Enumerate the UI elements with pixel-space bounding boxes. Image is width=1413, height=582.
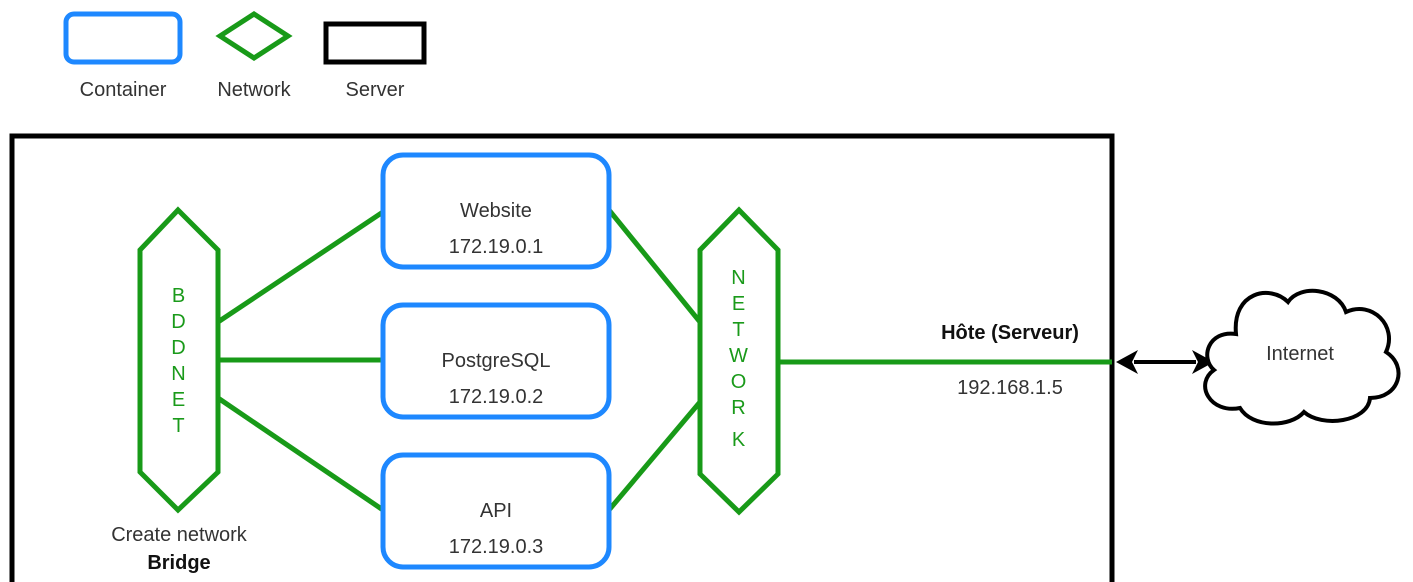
container-api: API 172.19.0.3	[380, 452, 612, 570]
container-postgresql: PostgreSQL 172.19.0.2	[380, 302, 612, 420]
bridge-to-api-link	[216, 395, 385, 513]
container-box	[380, 152, 612, 270]
bridge-to-website-link	[216, 209, 385, 325]
website-to-network-link	[607, 208, 702, 324]
container-ip: 172.19.0.1	[449, 236, 544, 258]
network-letter: E	[732, 293, 746, 315]
network-letter: N	[731, 267, 746, 289]
host-internet-arrow	[1116, 350, 1214, 374]
internet-cloud: Internet	[1203, 288, 1401, 426]
host-network: N E T W O R K	[697, 206, 781, 516]
host-ip: 192.168.1.5	[957, 377, 1063, 399]
bridge-caption: Create network	[111, 524, 248, 546]
network-letter: K	[732, 429, 746, 451]
legend-server-label: Server	[346, 79, 405, 101]
container-name: Website	[460, 200, 532, 222]
container-box	[380, 302, 612, 420]
network-letter: W	[729, 345, 749, 367]
bridge-letter: B	[172, 285, 186, 307]
container-website: Website 172.19.0.1	[380, 152, 612, 270]
arrowhead-right	[1192, 350, 1214, 374]
bridge-letter: N	[171, 363, 186, 385]
legend-network-swatch	[215, 11, 293, 61]
bridge-letter: T	[172, 415, 185, 437]
internet-label: Internet	[1266, 343, 1334, 365]
arrowhead-left	[1116, 350, 1138, 374]
bridge-network-shape	[137, 206, 221, 514]
network-letter: T	[732, 319, 745, 341]
container-ip: 172.19.0.3	[449, 536, 544, 558]
container-box	[380, 452, 612, 570]
bridge-letter: D	[171, 337, 186, 359]
bridge-caption-type: Bridge	[147, 552, 210, 574]
network-letter: R	[731, 397, 746, 419]
bridge-letter: E	[172, 389, 186, 411]
cloud-icon	[1203, 288, 1401, 426]
legend-server-swatch	[323, 21, 427, 65]
connections	[216, 208, 1112, 513]
container-name: PostgreSQL	[442, 350, 551, 372]
legend-container-label: Container	[80, 79, 167, 101]
legend: Container Network Server	[63, 11, 427, 101]
host-network-shape	[697, 206, 781, 516]
api-to-network-link	[607, 400, 702, 512]
bridge-letter: D	[171, 311, 186, 333]
bridge-network: B D D N E T Create network Bridge	[111, 206, 248, 574]
network-letter: O	[731, 371, 748, 393]
container-ip: 172.19.0.2	[449, 386, 544, 408]
server-box	[9, 133, 1115, 582]
legend-container-swatch	[63, 11, 183, 65]
host-title: Hôte (Serveur)	[941, 322, 1079, 344]
container-name: API	[480, 500, 512, 522]
legend-network-label: Network	[217, 79, 291, 101]
